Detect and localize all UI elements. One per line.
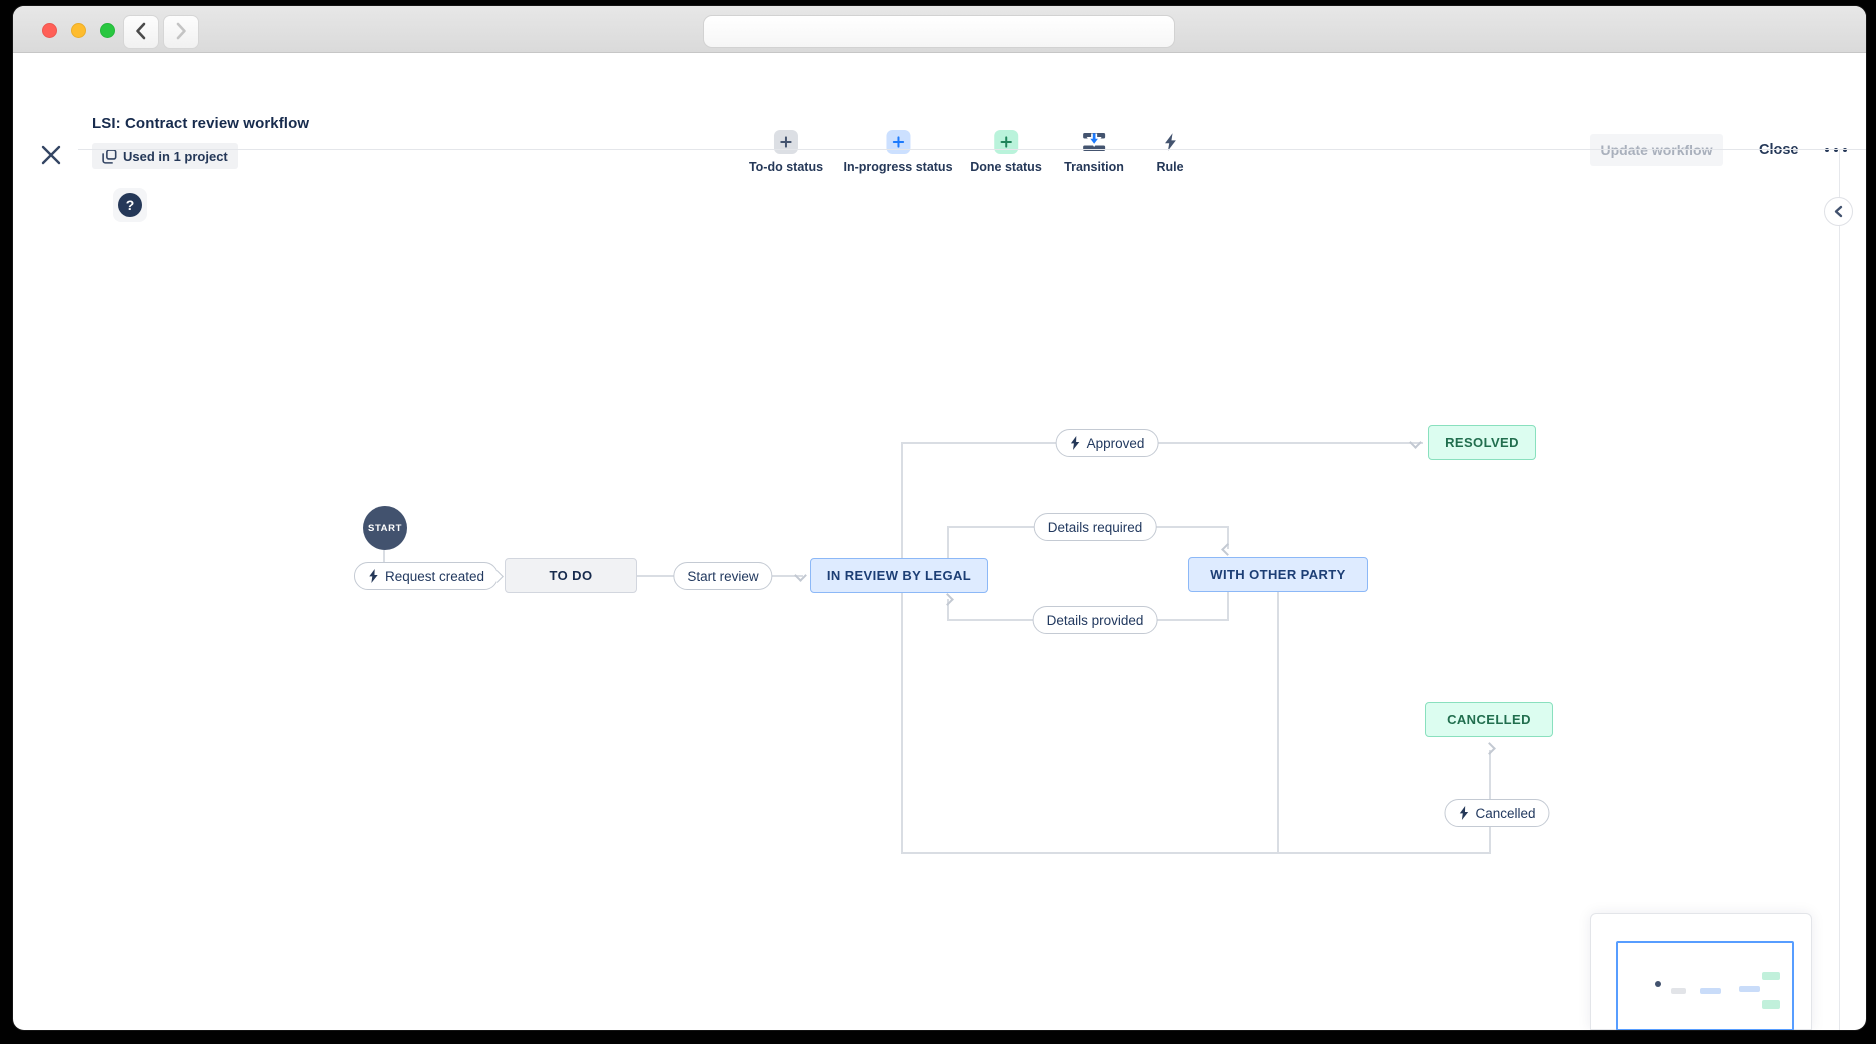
lightning-icon (368, 569, 379, 583)
connector-details-provided-right (1227, 592, 1229, 621)
toolbar-item-transition[interactable]: Transition (1064, 130, 1124, 174)
connector-details-provided-left (947, 599, 949, 620)
chevron-left-icon (1833, 205, 1844, 218)
arrowhead-right-icon (1409, 436, 1422, 449)
transition-pill-request-created[interactable]: Request created (353, 562, 504, 590)
project-usage-label: Used in 1 project (123, 148, 228, 164)
transition-label: Details provided (1046, 612, 1144, 628)
app-window: LSI: Contract review workflow Used in 1 … (13, 6, 1866, 1030)
toolbar-item-label: Rule (1156, 160, 1184, 174)
toolbar-item-label: Transition (1064, 160, 1124, 174)
ellipsis-icon (1825, 148, 1829, 152)
page-title: LSI: Contract review workflow (92, 115, 310, 132)
connector-start-to-request-created (383, 550, 385, 563)
connector-cancelled-upper (1489, 750, 1491, 799)
status-node-with-other-party[interactable]: WITH OTHER PARTY (1188, 557, 1368, 592)
transition-label: Cancelled (1475, 805, 1536, 821)
transition-label: Start review (687, 568, 759, 584)
connector-details-required-right (1227, 526, 1229, 549)
transition-label: Approved (1086, 435, 1145, 451)
minimap-resolved-marker (1762, 972, 1780, 980)
titlebar (13, 6, 1866, 53)
lightning-icon (1458, 806, 1469, 820)
status-node-in-review-by-legal[interactable]: IN REVIEW BY LEGAL (810, 558, 988, 593)
connector-cancelled-lower (1489, 827, 1491, 853)
transition-pill-details-provided[interactable]: Details provided (1032, 606, 1158, 634)
question-icon: ? (118, 193, 142, 217)
toolbar-item-label: To-do status (748, 160, 824, 174)
connector-approved-horizontal (901, 442, 1423, 444)
toolbar-item-in-progress-status[interactable]: In-progress status (843, 130, 953, 174)
connector-bottom-horizontal (901, 852, 1491, 854)
transition-icon (1082, 130, 1106, 154)
transition-label: Request created (384, 568, 485, 584)
transition-pill-start-review[interactable]: Start review (673, 562, 773, 590)
plus-icon (773, 130, 798, 154)
chevron-right-icon (174, 22, 188, 43)
arrowhead-right-icon (794, 569, 807, 582)
lightning-icon (1070, 436, 1081, 450)
toolbar-item-todo-status[interactable]: To-do status (749, 130, 823, 174)
copy-icon (102, 148, 117, 164)
collapse-panel-button[interactable] (1824, 197, 1853, 226)
toolbar-item-done-status[interactable]: Done status (970, 130, 1042, 174)
transition-pill-details-required[interactable]: Details required (1033, 513, 1157, 541)
connector-start-review-to-in-review (769, 575, 803, 577)
minimap-start-marker (1655, 981, 1661, 987)
minimap-with-other-party-marker (1739, 986, 1760, 992)
more-menu-button[interactable] (1819, 141, 1853, 159)
traffic-light-close-icon[interactable] (42, 23, 57, 38)
back-button[interactable] (123, 15, 159, 49)
right-panel-divider (1839, 149, 1840, 1030)
address-bar[interactable] (703, 15, 1175, 48)
close-button[interactable]: Close (1753, 134, 1805, 166)
forward-button[interactable] (163, 15, 199, 49)
update-workflow-button[interactable]: Update workflow (1590, 134, 1723, 166)
header-divider (78, 149, 1866, 150)
traffic-light-minimize-icon[interactable] (71, 23, 86, 38)
connector-todo-to-start-review (637, 575, 677, 577)
connector-with-other-party-down (1277, 592, 1279, 853)
toolbar-item-label: Done status (970, 160, 1042, 174)
status-node-resolved[interactable]: RESOLVED (1428, 425, 1536, 460)
connector-left-vertical (901, 593, 903, 853)
lightning-icon (1158, 130, 1182, 154)
connector-details-required-left (947, 527, 949, 558)
arrowhead-down-icon (1221, 543, 1234, 556)
plus-icon (886, 130, 910, 154)
toolbar-item-label: In-progress status (843, 160, 953, 174)
minimap[interactable] (1590, 913, 1812, 1030)
plus-icon (993, 130, 1018, 154)
status-node-start[interactable]: START (363, 506, 407, 550)
pill-arrow-tip (491, 570, 504, 583)
status-node-cancelled[interactable]: CANCELLED (1425, 702, 1553, 737)
minimap-viewport[interactable] (1616, 941, 1794, 1030)
minimap-cancelled-marker (1762, 1000, 1780, 1009)
close-editor-icon[interactable] (37, 141, 65, 169)
project-usage-badge[interactable]: Used in 1 project (92, 143, 238, 169)
arrowhead-up-icon (941, 593, 954, 606)
minimap-todo-marker (1671, 988, 1686, 994)
connector-approved-vertical (901, 443, 903, 558)
minimap-in-review-marker (1700, 988, 1721, 994)
traffic-light-maximize-icon[interactable] (100, 23, 115, 38)
help-button[interactable]: ? (113, 188, 147, 222)
transition-pill-cancelled[interactable]: Cancelled (1444, 799, 1550, 827)
toolbar-item-rule[interactable]: Rule (1156, 130, 1184, 174)
workflow-editor-header: LSI: Contract review workflow Used in 1 … (13, 53, 1866, 174)
chevron-left-icon (134, 22, 148, 43)
status-node-todo[interactable]: TO DO (505, 558, 637, 593)
arrowhead-up-icon (1483, 742, 1496, 755)
transition-label: Details required (1047, 519, 1143, 535)
transition-pill-approved[interactable]: Approved (1055, 429, 1159, 457)
